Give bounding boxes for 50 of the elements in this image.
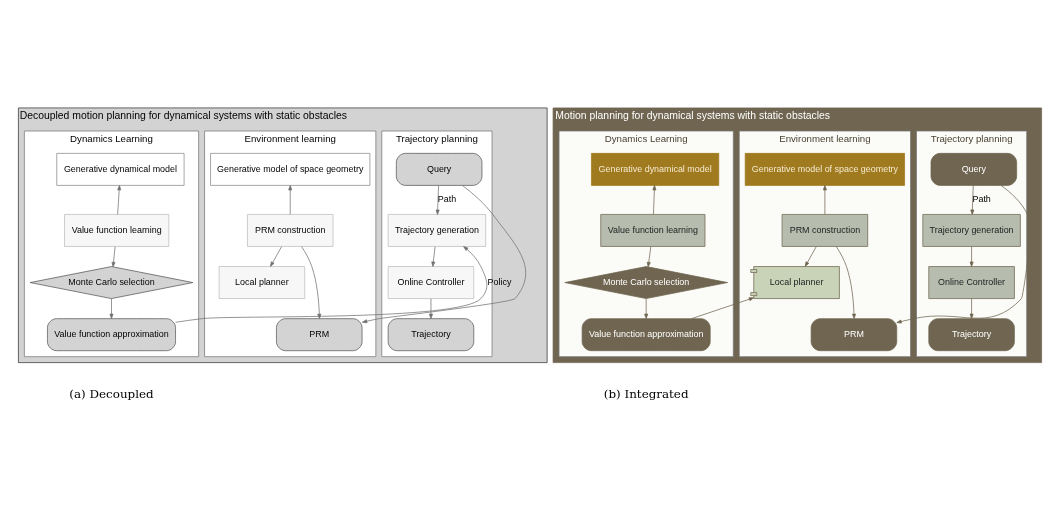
node-box: Online Controller — [387, 266, 475, 299]
node-box: PRM construction — [247, 214, 334, 247]
node-box: Trajectory — [928, 318, 1015, 352]
node-box: Value function approximation — [47, 318, 176, 352]
arrow — [270, 246, 282, 267]
arrow — [117, 185, 122, 215]
arrow — [970, 185, 975, 215]
node-diamond: Monte Carlo selection — [564, 266, 728, 299]
node-box: PRM — [276, 318, 363, 352]
node-box: PRM construction — [781, 214, 869, 247]
arrow — [175, 246, 488, 323]
arrow — [691, 297, 755, 319]
arrow — [644, 298, 649, 319]
label: (a) Decoupled — [69, 386, 154, 401]
arrow — [652, 185, 657, 215]
arrow — [362, 185, 526, 324]
arrow — [896, 185, 1030, 324]
arrow — [435, 185, 440, 215]
node-diamond: Monte Carlo selection — [29, 266, 194, 299]
arrow — [822, 185, 827, 215]
arrow — [431, 246, 436, 267]
node-box: Trajectory generation — [922, 214, 1021, 247]
edge-label: Path — [437, 194, 457, 205]
arrow — [969, 298, 974, 319]
node-box: Trajectory generation — [387, 214, 487, 247]
edge-label: Policy — [487, 276, 512, 287]
node-box: PRM — [810, 318, 898, 352]
arrow — [288, 185, 293, 215]
arrow — [836, 246, 856, 319]
node-box: Value function approximation — [581, 318, 711, 352]
node-box: Online Controller — [928, 266, 1015, 299]
arrow — [804, 246, 817, 267]
arrow — [646, 246, 652, 268]
arrow — [429, 298, 433, 319]
arrow — [111, 246, 116, 268]
arrow — [969, 246, 974, 267]
node-box: Generative dynamical model — [56, 153, 185, 186]
label: (b) Integrated — [603, 386, 689, 401]
node-box: Generative model of space geometry — [210, 153, 371, 186]
node-box: Query — [395, 153, 483, 186]
node-box: Local planner — [218, 266, 306, 299]
node-box: Value function learning — [64, 214, 170, 247]
node-box: Generative model of space geometry — [744, 153, 905, 186]
edge-label: Path — [972, 194, 991, 205]
node-box: Generative dynamical model — [591, 153, 720, 186]
node-box: Trajectory — [387, 318, 475, 352]
node-box: Query — [930, 153, 1017, 186]
node-box: Value function learning — [600, 214, 706, 247]
arrow — [109, 298, 114, 319]
arrow — [301, 246, 322, 319]
